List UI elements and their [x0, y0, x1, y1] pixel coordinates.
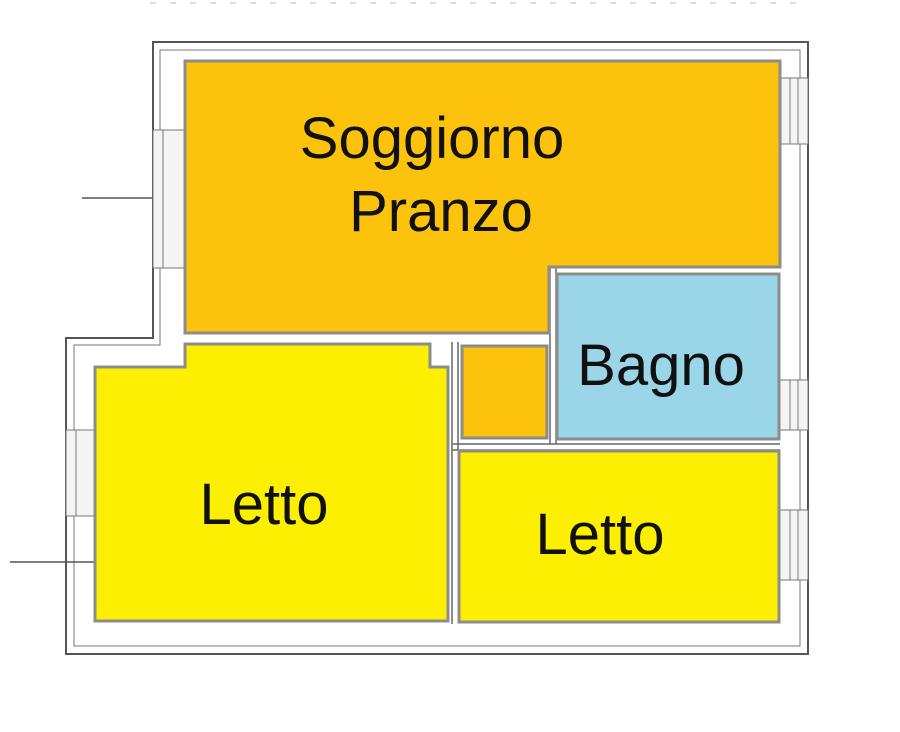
- room-living-dining: [183, 59, 782, 335]
- label-bedroom-left: Letto: [200, 472, 329, 537]
- room-hallway: [460, 344, 549, 440]
- room-bathroom: [555, 272, 781, 441]
- label-living-line2: Pranzo: [349, 179, 533, 244]
- window-left-upper: [152, 129, 186, 269]
- label-bedroom-right: Letto: [536, 502, 665, 567]
- window-right-upper: [779, 77, 809, 145]
- outer-wall: [65, 41, 809, 655]
- window-right-middle: [779, 379, 809, 431]
- label-living-line1: Soggiorno: [300, 106, 564, 171]
- window-right-lower: [779, 509, 809, 581]
- label-bathroom: Bagno: [577, 333, 745, 398]
- room-bedroom-right: [457, 449, 781, 624]
- window-left-lower: [65, 429, 95, 517]
- room-bedroom-left: [93, 342, 450, 623]
- inner-wall-outline: [73, 49, 801, 647]
